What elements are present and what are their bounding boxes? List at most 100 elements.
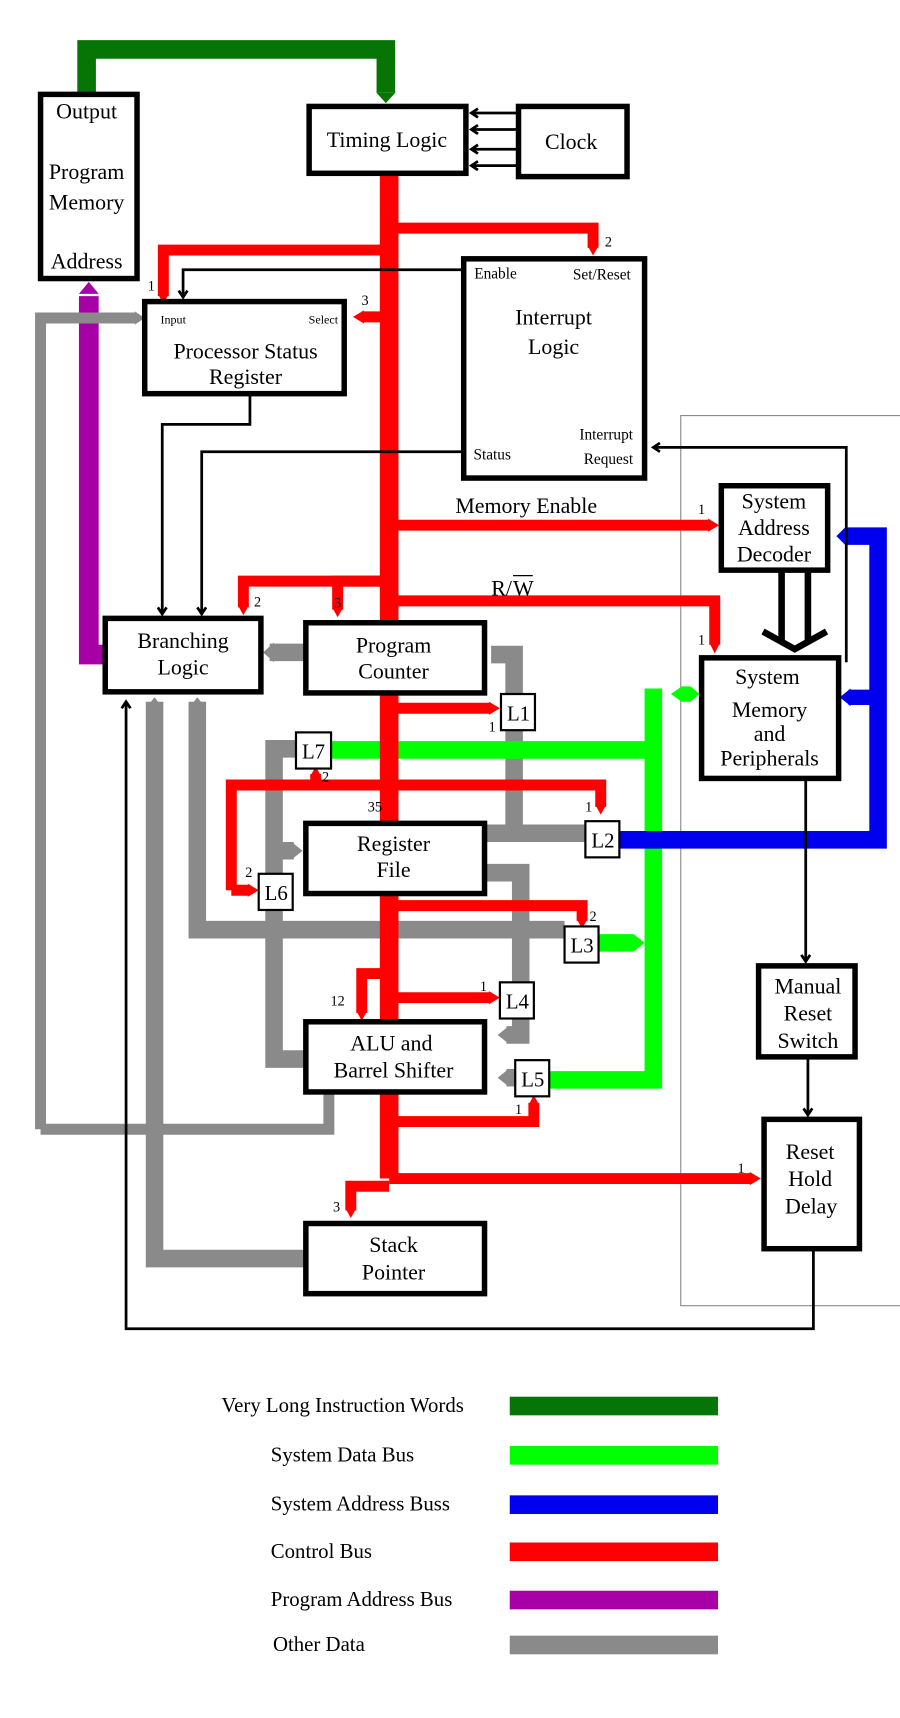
- count-l1: 1: [489, 719, 496, 735]
- psr-input-port: Input: [160, 312, 186, 326]
- interrupt-label-2: Logic: [528, 334, 579, 359]
- legend-swatch: [509, 1590, 719, 1610]
- legend-item: Control Bus: [271, 1539, 719, 1563]
- psr-label-1: Processor Status: [173, 339, 317, 364]
- program-memory-output-label: Output: [56, 99, 117, 124]
- clock-block[interactable]: Clock: [515, 103, 630, 180]
- smp-label-1: System: [735, 664, 800, 689]
- count-stack: 3: [333, 1199, 340, 1215]
- decoder-to-memory-arrow: [761, 570, 829, 653]
- branching-label-1: Branching: [137, 628, 228, 653]
- manual-reset-label-3: Switch: [777, 1028, 838, 1053]
- count-regfile: 35: [368, 799, 382, 815]
- legend-label: Very Long Instruction Words: [221, 1393, 463, 1417]
- signal-lines: [126, 113, 848, 1331]
- count-l3: 2: [589, 909, 596, 925]
- timing-logic-block[interactable]: Timing Logic: [306, 103, 469, 177]
- manual-reset-label-2: Reset: [784, 1001, 833, 1026]
- system-memory-peripherals-block[interactable]: System Memory and Peripherals: [698, 655, 842, 782]
- count-l6: 2: [245, 865, 252, 881]
- count-pc: 3: [334, 595, 341, 611]
- smp-label-3: and: [754, 721, 786, 746]
- latch-l5-label: L5: [521, 1067, 544, 1091]
- interrupt-logic-block[interactable]: Enable Set/Reset Interrupt Logic Status …: [460, 256, 648, 481]
- latch-l7[interactable]: L7: [294, 731, 333, 770]
- control-bus-arrowheads: [157, 245, 761, 1219]
- count-reset-hold: 1: [737, 1161, 744, 1177]
- manual-reset-switch-block[interactable]: Manual Reset Switch: [755, 963, 858, 1060]
- processor-status-register-block[interactable]: Input Select Processor Status Register: [141, 298, 347, 397]
- legend-item: Other Data: [273, 1632, 719, 1656]
- interrupt-request-port-1: Interrupt: [579, 427, 633, 444]
- interrupt-status-port: Status: [473, 446, 511, 463]
- branching-label-2: Logic: [158, 654, 209, 679]
- pc-label-1: Program: [356, 632, 431, 657]
- legend-swatch: [509, 1396, 719, 1416]
- reset-hold-delay-block[interactable]: Reset Hold Delay: [761, 1116, 863, 1252]
- interrupt-enable-port: Enable: [474, 266, 517, 283]
- reset-hold-label-2: Hold: [788, 1166, 832, 1191]
- smp-label-2: Memory: [732, 697, 807, 722]
- count-l2: 1: [585, 799, 592, 815]
- reset-hold-label-1: Reset: [786, 1139, 835, 1164]
- latch-l3-label: L3: [571, 934, 594, 958]
- legend-label: System Address Buss: [271, 1492, 450, 1516]
- count-psr-select: 3: [361, 293, 368, 309]
- stack-pointer-block[interactable]: Stack Pointer: [303, 1220, 488, 1297]
- reset-region-frame: [680, 415, 900, 1307]
- program-address-bus: [78, 296, 104, 665]
- program-memory-block[interactable]: Output Program Memory Address: [37, 91, 140, 282]
- legend-label: Program Address Bus: [271, 1587, 453, 1611]
- sad-label-1: System: [742, 489, 807, 514]
- legend-item: System Data Bus: [271, 1442, 719, 1466]
- alu-label-1: ALU and: [350, 1030, 432, 1055]
- latch-l6[interactable]: L6: [257, 872, 294, 912]
- count-branching: 2: [254, 594, 261, 610]
- legend-label: System Data Bus: [271, 1442, 414, 1466]
- latch-l1[interactable]: L1: [499, 692, 537, 732]
- count-sad: 1: [698, 502, 705, 518]
- program-counter-block[interactable]: Program Counter: [303, 620, 488, 696]
- smp-label-4: Peripherals: [720, 745, 819, 770]
- vliw-bus: [77, 40, 396, 93]
- interrupt-request-port-2: Request: [584, 451, 634, 468]
- program-memory-label-1: Program: [49, 159, 124, 184]
- latch-l4[interactable]: L4: [498, 981, 535, 1020]
- regfile-label-2: File: [376, 857, 410, 882]
- latch-l5[interactable]: L5: [514, 1059, 551, 1098]
- system-address-decoder-block[interactable]: System Address Decoder: [718, 482, 831, 573]
- stack-label-2: Pointer: [362, 1259, 426, 1284]
- legend-item: Program Address Bus: [271, 1587, 719, 1611]
- program-address-bus-arrowhead: [78, 281, 99, 294]
- register-file-block[interactable]: Register File: [303, 820, 488, 897]
- regfile-label-1: Register: [357, 831, 431, 856]
- memory-enable-label: Memory Enable: [455, 493, 597, 518]
- latch-l4-label: L4: [506, 990, 530, 1014]
- latch-l7-label: L7: [302, 740, 325, 764]
- count-interrupt-set: 2: [605, 235, 612, 251]
- psr-label-2: Register: [209, 364, 283, 389]
- branching-logic-block[interactable]: Branching Logic: [102, 615, 264, 695]
- bit-counts: 1 3 2 1 1 2 3 1 2 35 1 2 2 1 12 1 3 1: [148, 235, 745, 1216]
- latch-l3[interactable]: L3: [563, 925, 600, 964]
- manual-reset-label-1: Manual: [774, 973, 841, 998]
- interrupt-set-reset-port: Set/Reset: [573, 267, 632, 284]
- legend-swatch: [509, 1446, 719, 1465]
- vliw-bus-arrowhead: [376, 92, 396, 104]
- rw-read-label: R/: [491, 575, 513, 600]
- program-memory-address-label: Address: [51, 249, 123, 274]
- count-l5: 1: [515, 1102, 522, 1118]
- legend-label: Other Data: [273, 1632, 365, 1656]
- legend-item: Very Long Instruction Words: [221, 1393, 719, 1417]
- system-address-bus: [619, 526, 887, 849]
- count-l4: 1: [480, 979, 487, 995]
- program-memory-label-2: Memory: [49, 189, 124, 214]
- sad-label-3: Decoder: [737, 541, 812, 566]
- count-smp: 1: [698, 633, 705, 649]
- timing-logic-label: Timing Logic: [327, 127, 448, 152]
- alu-barrel-shifter-block[interactable]: ALU and Barrel Shifter: [303, 1019, 488, 1095]
- alu-label-2: Barrel Shifter: [334, 1058, 455, 1083]
- latch-l2[interactable]: L2: [584, 820, 621, 859]
